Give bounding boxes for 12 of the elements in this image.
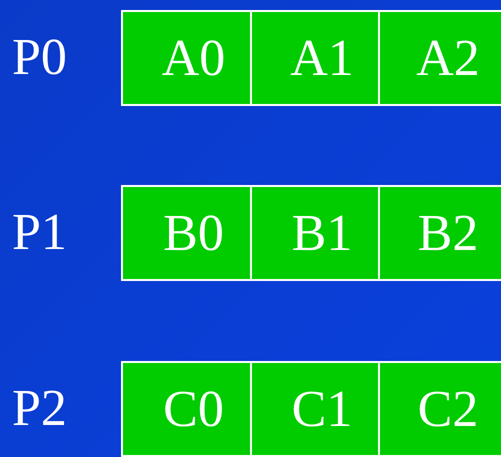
process-label: P0 <box>12 32 67 84</box>
process-label: P1 <box>12 207 67 259</box>
array-cell: C1 <box>250 361 380 457</box>
array-cell: B0 <box>121 185 252 281</box>
array-cell: B1 <box>250 185 380 281</box>
array-cell: A1 <box>250 10 380 106</box>
array-cell: A2 <box>378 10 501 106</box>
array-cell: C0 <box>121 361 252 457</box>
process-label: P2 <box>12 383 67 435</box>
array-cell: A0 <box>121 10 252 106</box>
array-cell: C2 <box>378 361 501 457</box>
array-cell: B2 <box>378 185 501 281</box>
